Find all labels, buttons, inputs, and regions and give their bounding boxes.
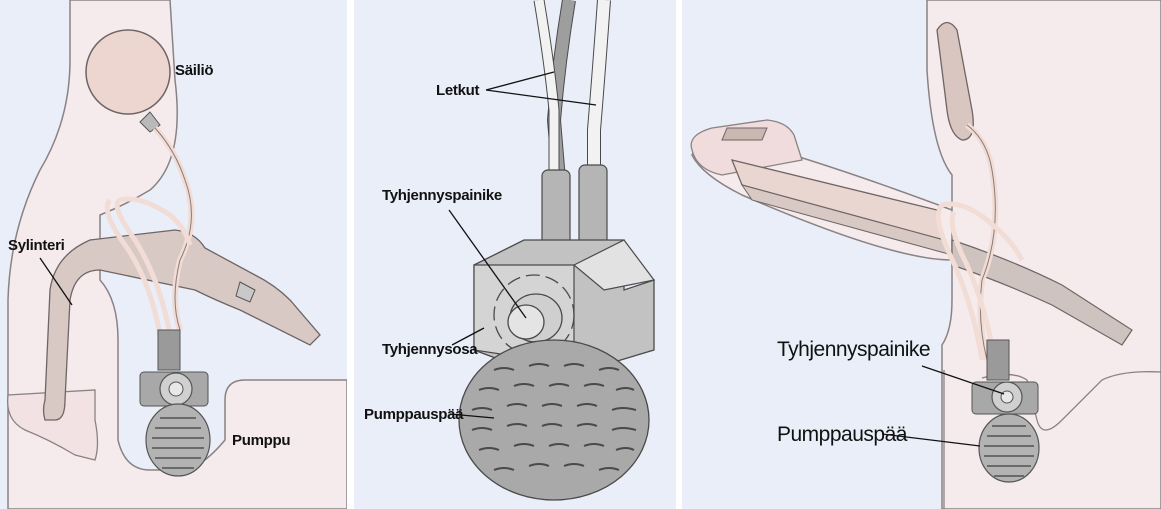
label-cylinder: Sylinteri xyxy=(8,237,65,254)
label-reservoir: Säiliö xyxy=(175,62,213,79)
label-pump: Pumppu xyxy=(232,432,290,449)
panel-deflated-anatomy: Säiliö Sylinteri Pumppu xyxy=(0,0,347,509)
panel-inflated-anatomy: Tyhjennyspainike Pumppauspää xyxy=(682,0,1161,509)
pump-bulb xyxy=(146,404,210,476)
label-deflate-button: Tyhjennyspainike xyxy=(382,187,502,204)
tube-sleeve-right xyxy=(579,165,607,250)
pump-closeup-illustration: Letkut Tyhjennyspainike Tyhjennysosa Pum… xyxy=(354,0,676,509)
pump-button xyxy=(169,382,183,396)
pump-bulb xyxy=(459,340,649,500)
reservoir xyxy=(86,30,170,114)
pump-tube-joint xyxy=(158,330,180,370)
label-tubes: Letkut xyxy=(436,82,480,99)
tube-sleeve-left xyxy=(542,170,570,250)
pump-tube-joint xyxy=(987,340,1009,380)
pump-button xyxy=(1001,391,1013,403)
panel-pump-closeup: Letkut Tyhjennyspainike Tyhjennysosa Pum… xyxy=(354,0,676,509)
deflated-anatomy-illustration: Säiliö Sylinteri Pumppu xyxy=(0,0,347,509)
label-pump-head: Pumppauspää xyxy=(364,406,464,423)
deflate-button xyxy=(508,305,544,339)
label-deflate-part: Tyhjennysosa xyxy=(382,341,478,358)
pump-bulb xyxy=(979,414,1039,482)
cylinder-tip xyxy=(722,128,767,140)
label-deflate-button: Tyhjennyspainike xyxy=(777,338,930,361)
inflated-anatomy-illustration: Tyhjennyspainike Pumppauspää xyxy=(682,0,1161,509)
